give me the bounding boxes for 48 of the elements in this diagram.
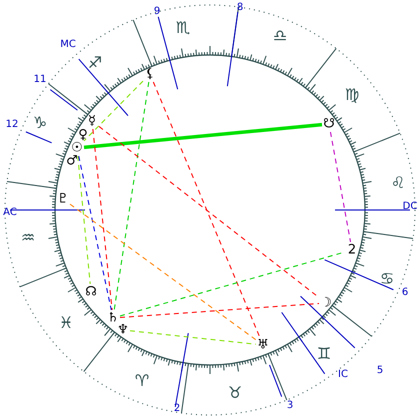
planet-glyph: ♅ — [257, 338, 269, 352]
zodiac-sign-glyph: ♍ — [344, 87, 360, 103]
zodiac-sign-glyph: ♈ — [134, 373, 150, 389]
zodiac-sign-glyph: ♉ — [228, 385, 242, 401]
aspect-line — [120, 303, 320, 318]
house-label: 11 — [34, 75, 46, 85]
zodiac-sign-glyph: ♐ — [88, 55, 102, 71]
house-label: 5 — [376, 366, 384, 376]
zodiac-sign-glyph: ♑ — [32, 115, 48, 131]
aspect-line — [78, 156, 112, 310]
planet-glyph: ♄ — [107, 312, 119, 324]
planet-glyph: ☽ — [320, 296, 332, 310]
house-label: MC — [60, 40, 76, 50]
zodiac-sign-glyph: ♊ — [316, 346, 332, 362]
planet-glyph: 2 — [348, 244, 356, 256]
aspect-line — [84, 80, 144, 142]
aspect-line — [70, 204, 256, 340]
house-label: 3 — [286, 401, 294, 411]
planet-glyph: ♇ — [57, 192, 69, 206]
planet-glyph: ♆ — [117, 324, 129, 336]
planet-glyph: ⚸ — [145, 68, 155, 80]
house-label: AC — [3, 208, 17, 218]
aspect-line — [84, 122, 322, 150]
house-label: 2 — [174, 404, 180, 414]
aspect-line — [130, 330, 256, 345]
aspect-line — [114, 82, 150, 310]
zodiac-sign-glyph: ♎ — [272, 28, 288, 44]
planet-glyph: ☿ — [88, 114, 96, 128]
house-label: 8 — [236, 3, 244, 13]
aspect-line — [152, 82, 260, 338]
zodiac-sign-glyph: ♏ — [176, 20, 190, 36]
planet-glyph: ♂ — [66, 154, 78, 168]
planet-glyph: ☊ — [85, 286, 97, 298]
aspect-line — [77, 156, 91, 284]
zodiac-sign-glyph: ♒ — [20, 230, 36, 246]
house-label: 12 — [6, 120, 18, 130]
zodiac-sign-glyph: ♌ — [390, 175, 406, 191]
planet-glyph: ♀ — [78, 128, 88, 142]
house-label: DC — [402, 202, 418, 212]
zodiac-sign-glyph: ♋ — [380, 271, 394, 287]
planet-glyph: ☉ — [71, 142, 83, 154]
aspect-line — [330, 132, 352, 242]
planet-glyph: ☋ — [323, 118, 335, 130]
house-label: 9 — [154, 7, 160, 17]
house-label: IC — [338, 370, 348, 380]
zodiac-sign-glyph: ♓ — [58, 315, 74, 331]
house-label: 6 — [402, 288, 408, 298]
aspect-line — [92, 128, 113, 310]
